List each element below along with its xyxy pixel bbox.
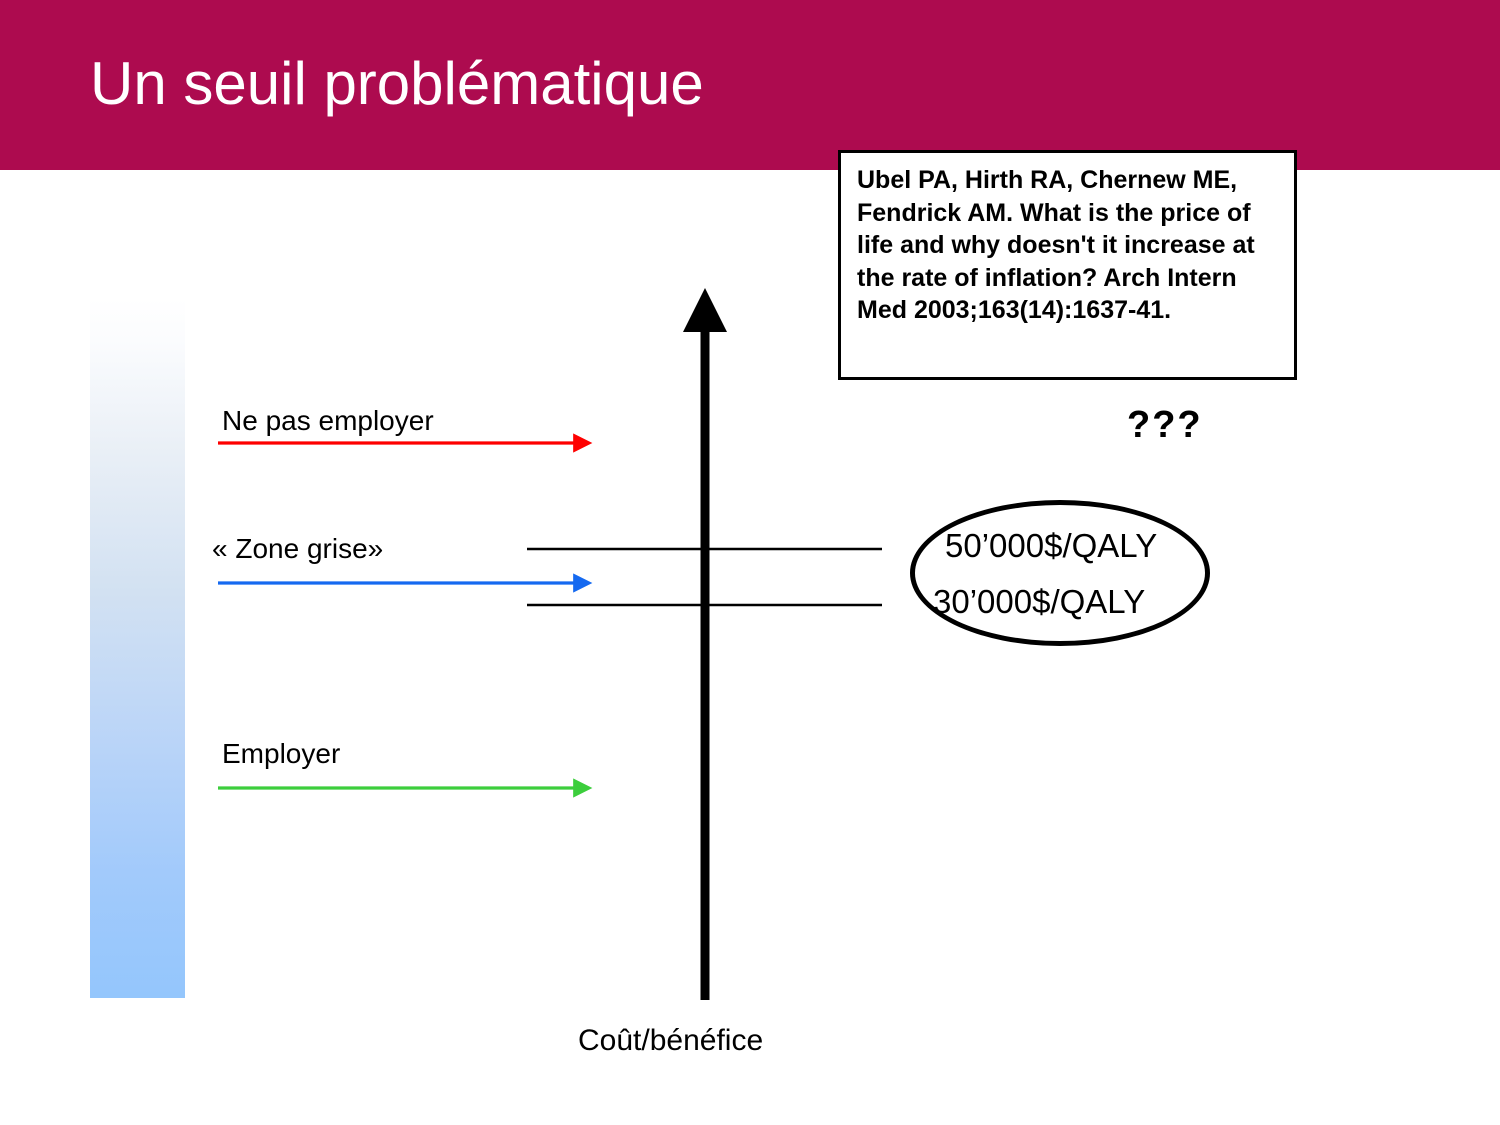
zone-label-ne-pas-employer: Ne pas employer [222, 405, 434, 436]
axis-arrowhead-icon [683, 288, 727, 332]
threshold-ellipse [910, 500, 1210, 646]
cost-benefit-axis [683, 288, 727, 1000]
threshold-value-50000: 50’000$/QALY [945, 527, 1158, 564]
citation-text: Ubel PA, Hirth RA, Chernew ME, Fendrick … [857, 166, 1255, 324]
zone-label-employer: Employer [222, 738, 341, 769]
title-banner [0, 0, 1500, 170]
citation-box: Ubel PA, Hirth RA, Chernew ME, Fendrick … [838, 150, 1297, 380]
threshold-value-30000: 30’000$/QALY [933, 583, 1146, 620]
page-title: Un seuil problématique [90, 50, 704, 117]
gradient-scale-bar [90, 298, 185, 998]
zone-label-zone-grise: « Zone grise» [212, 533, 384, 564]
axis-caption-cout-benefice: Coût/bénéfice [578, 1024, 764, 1057]
question-marks-annotation: ??? [1127, 404, 1203, 446]
